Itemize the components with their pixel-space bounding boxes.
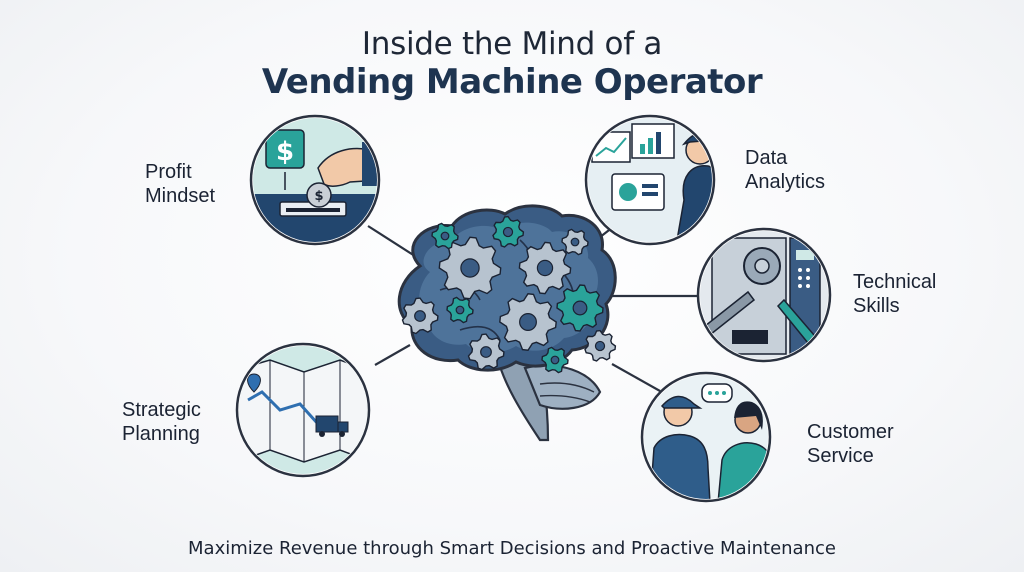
data-analytics-node: [584, 114, 716, 246]
tools-icon: [700, 231, 828, 359]
label-strategic-planning: Strategic Planning: [122, 398, 201, 446]
gear-icon: [556, 284, 604, 332]
label-profit-line1: Profit: [145, 161, 192, 183]
label-customer-line1: Customer: [807, 421, 894, 443]
gear-icon: [492, 215, 525, 248]
label-customer-line2: Service: [807, 445, 874, 467]
gear-icon: [446, 296, 474, 324]
label-data-analytics: Data Analytics: [745, 146, 825, 194]
gear-icon: [438, 236, 502, 300]
footer-tagline: Maximize Revenue through Smart Decisions…: [188, 538, 836, 559]
label-data-line1: Data: [745, 147, 788, 169]
brain-stem: [496, 358, 602, 442]
conversation-icon: [644, 375, 768, 499]
svg-text:$: $: [314, 189, 323, 204]
gear-icon: [584, 329, 617, 362]
label-data-line2: Analytics: [745, 171, 826, 193]
connector-lines: [367, 219, 700, 392]
label-strategic-line2: Planning: [122, 423, 200, 445]
strategic-planning-node: [235, 342, 371, 478]
gear-icon: [561, 228, 589, 256]
title-line-1: Inside the Mind of a: [361, 26, 663, 62]
gear-icon: [431, 222, 459, 250]
label-profit-line2: Mindset: [145, 185, 216, 207]
gears-group: [401, 215, 617, 374]
customer-service-node: [640, 371, 772, 503]
gear-icon: [541, 346, 569, 374]
svg-text:$: $: [276, 137, 294, 167]
gear-icon: [499, 293, 557, 351]
label-strategic-line1: Strategic: [122, 399, 201, 421]
profit-node: $ $: [249, 114, 381, 246]
label-customer-service: Customer Service: [807, 420, 894, 468]
gear-icon: [467, 333, 505, 371]
map-route-icon: [239, 346, 367, 474]
gear-icon: [401, 297, 439, 335]
gear-icon: [518, 241, 572, 295]
title-line-2: Vending Machine Operator: [261, 62, 763, 102]
label-technical-line1: Technical: [853, 271, 937, 293]
label-profit-mindset: Profit Mindset: [145, 160, 215, 208]
label-technical-line2: Skills: [853, 295, 900, 317]
label-technical-skills: Technical Skills: [853, 270, 936, 318]
technical-skills-node: [696, 227, 832, 363]
